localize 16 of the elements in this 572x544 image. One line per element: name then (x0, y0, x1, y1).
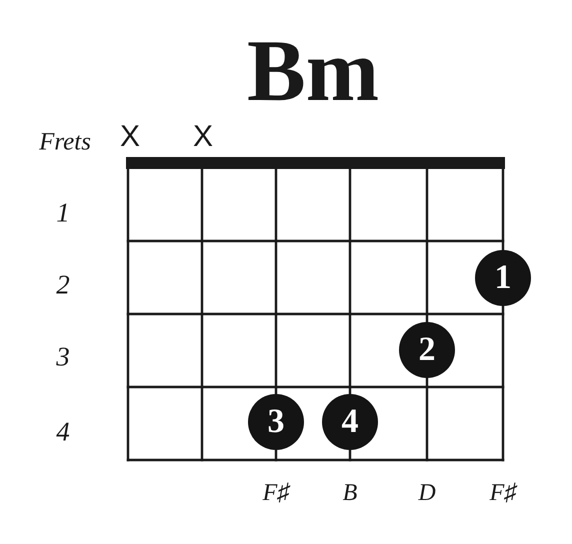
fret-number: 2 (56, 272, 70, 298)
finger-number: 4 (342, 405, 358, 439)
note-name: D (418, 481, 436, 505)
finger-number: 1 (494, 261, 512, 295)
fret-number: 3 (56, 344, 70, 370)
finger-number: 2 (418, 333, 436, 367)
muted-string-mark: X (193, 122, 213, 152)
fret-number: 4 (56, 418, 70, 446)
note-name: F♯ (490, 481, 516, 505)
fret-number: 1 (56, 200, 70, 226)
frets-heading: Frets (39, 130, 91, 154)
note-name: F♯ (262, 481, 290, 505)
muted-string-mark: X (120, 122, 140, 152)
chord-name-title: Bm (247, 28, 379, 116)
note-name: B (342, 481, 358, 505)
finger-number: 3 (268, 405, 284, 439)
